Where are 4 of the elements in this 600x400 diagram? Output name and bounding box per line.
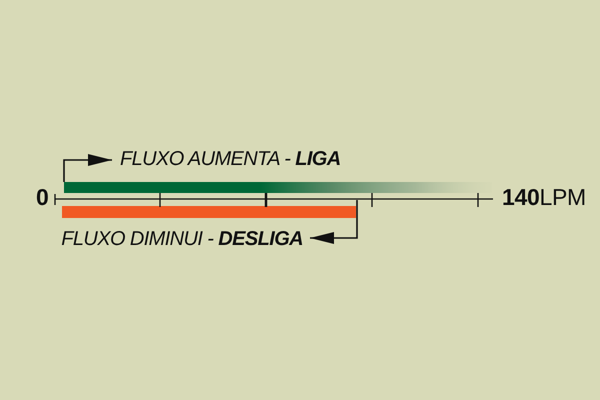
switch-on-label: FLUXO AUMENTA - LIGA (120, 149, 341, 169)
switch-off-label: FLUXO DIMINUI - DESLIGA (61, 229, 303, 249)
axis-end-label: 140LPM (502, 186, 586, 209)
axis-value-label: 0 (36, 186, 49, 209)
